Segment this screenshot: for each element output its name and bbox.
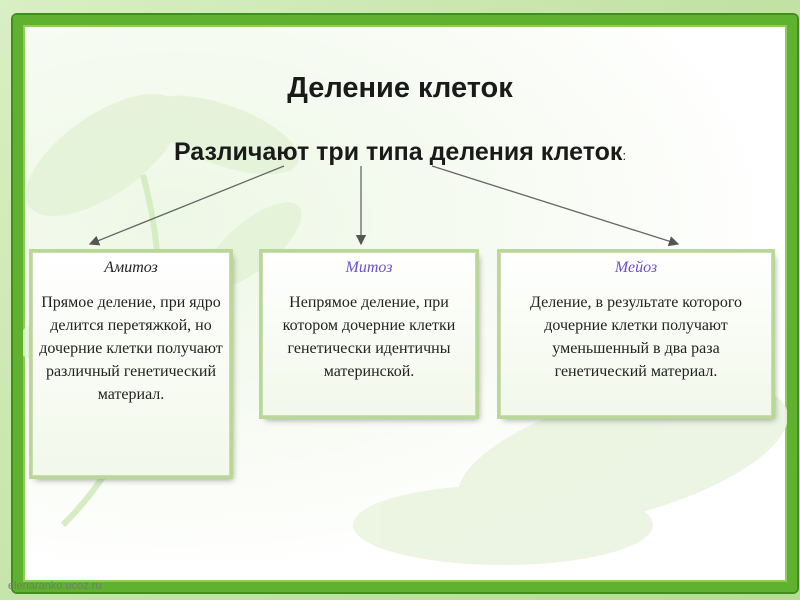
card-meioz-title: Мейоз bbox=[614, 259, 658, 276]
card-meioz: Мейоз Деление, в результате которого доч… bbox=[500, 252, 772, 416]
card-amitoz-title: Амитоз bbox=[104, 259, 158, 276]
card-mitoz: Митоз Непрямое деление, при котором доче… bbox=[262, 252, 476, 416]
card-amitoz-description: Прямое деление, при ядро делится перетяж… bbox=[39, 294, 223, 403]
card-mitoz-title: Митоз bbox=[345, 259, 393, 276]
card-mitoz-description: Непрямое деление, при котором дочерние к… bbox=[282, 294, 456, 380]
card-amitoz: Амитоз Прямое деление, при ядро делится … bbox=[32, 252, 230, 476]
slide-title: Деление клеток bbox=[287, 72, 513, 104]
subtitle-colon: : bbox=[622, 148, 627, 163]
watermark: elenaranko.ucoz.ru bbox=[8, 580, 102, 592]
slide-subtitle: Различают три типа деления клеток: bbox=[0, 138, 800, 167]
subtitle-text: Различают три типа деления клеток bbox=[173, 138, 623, 166]
card-meioz-description: Деление, в результате которого дочерние … bbox=[530, 294, 742, 380]
